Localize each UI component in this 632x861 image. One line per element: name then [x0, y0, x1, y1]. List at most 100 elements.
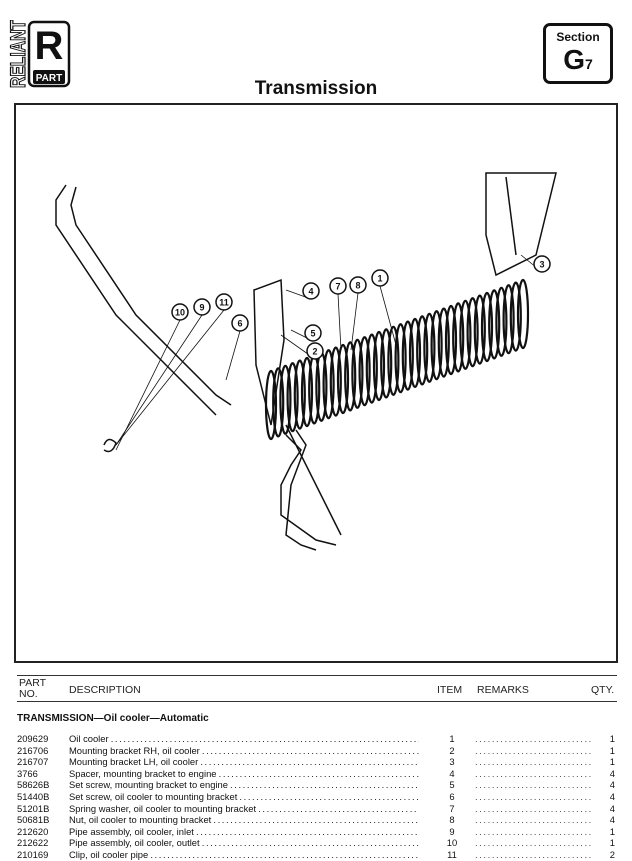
remarks: . . . . . . . . . . . . . . . . . . . . … — [475, 767, 591, 779]
part-description: Mounting bracket RH, oil cooler — [69, 745, 419, 756]
coil-fin — [408, 317, 422, 389]
quantity: 4 — [609, 767, 615, 779]
callout-number: 10 — [175, 308, 185, 318]
quantity: 2 — [609, 848, 615, 860]
part-description: Set screw, oil cooler to mounting bracke… — [69, 791, 419, 802]
section-label: Section — [556, 30, 600, 44]
coil-fin — [264, 369, 278, 441]
quantity: 1 — [609, 825, 615, 837]
coil-fin — [509, 281, 522, 352]
part-description: Pipe assembly, oil cooler, outlet — [69, 837, 419, 848]
part-number: 51440B — [17, 790, 50, 802]
coil-fin — [344, 341, 357, 412]
table-row: 216706 Mounting bracket RH, oil cooler 2… — [17, 745, 617, 757]
part-number: 216707 — [17, 756, 49, 768]
svg-text:R: R — [35, 24, 64, 68]
leader-line — [115, 314, 203, 446]
remarks: . . . . . . . . . . . . . . . . . . . . … — [475, 814, 591, 826]
coil-fin — [401, 320, 414, 391]
svg-text:RELIANT: RELIANT — [7, 20, 30, 88]
callout-number: 8 — [355, 281, 360, 291]
quantity: 4 — [609, 790, 615, 802]
callout-circle — [329, 277, 347, 295]
table-row: 212622 Pipe assembly, oil cooler, outlet… — [17, 837, 617, 849]
coil-fin — [272, 367, 285, 438]
callout-number: 4 — [308, 287, 313, 297]
quantity: 4 — [609, 779, 615, 791]
part-description: Clip, oil cooler pipe — [69, 849, 419, 860]
item-number: 10 — [446, 837, 458, 849]
coil-fin — [466, 297, 479, 368]
part-number: 3766 — [17, 767, 38, 779]
item-number: 6 — [449, 790, 455, 802]
part-number: 212622 — [17, 837, 49, 849]
coil-fin — [372, 330, 386, 402]
coil-fin — [336, 343, 350, 415]
coil-fin — [329, 346, 342, 417]
parts-table-body: 209629 Oil cooler 1 . . . . . . . . . . … — [17, 733, 617, 861]
item-number: 2 — [449, 744, 455, 756]
remarks: . . . . . . . . . . . . . . . . . . . . … — [475, 779, 591, 791]
quantity: 4 — [609, 802, 615, 814]
remarks: . . . . . . . . . . . . . . . . . . . . … — [475, 790, 591, 802]
part-number: 51201B — [17, 802, 50, 814]
table-row: 210169 Clip, oil cooler pipe 11 . . . . … — [17, 849, 617, 861]
coil-fin — [365, 333, 378, 404]
callout-circle — [231, 314, 249, 332]
callout-circle — [215, 293, 233, 311]
part-number: 209629 — [17, 733, 49, 744]
quantity: 4 — [609, 814, 615, 826]
header-qty: QTY. — [591, 684, 615, 696]
remarks: . . . . . . . . . . . . . . . . . . . . … — [475, 744, 591, 756]
part-description: Mounting bracket LH, oil cooler — [69, 756, 419, 767]
coil-fin — [358, 336, 371, 407]
table-row: 212620 Pipe assembly, oil cooler, inlet … — [17, 826, 617, 838]
section-badge: Section G7 — [543, 23, 613, 84]
coil-fin — [322, 349, 335, 420]
inlet-pipe — [55, 184, 217, 416]
part-number: 216706 — [17, 744, 49, 756]
coil-fin — [387, 325, 400, 396]
callout-circle — [304, 324, 322, 342]
remarks: . . . . . . . . . . . . . . . . . . . . … — [475, 733, 591, 744]
quantity: 1 — [609, 733, 615, 744]
coil-fin — [293, 359, 306, 430]
group-heading: TRANSMISSION—Oil cooler—Automatic — [17, 713, 209, 724]
lower-pipe-1 — [280, 434, 337, 546]
coil-fin — [502, 284, 515, 355]
item-number: 11 — [447, 848, 457, 860]
oil-cooler-coil — [264, 278, 530, 441]
bracket-rh — [253, 278, 285, 426]
part-number: 210169 — [17, 848, 49, 860]
callout-number: 9 — [199, 303, 204, 313]
coil-fin — [459, 299, 472, 370]
table-row: 3766 Spacer, mounting bracket to engine … — [17, 768, 617, 780]
coil-fin — [300, 356, 314, 428]
table-row: 50681B Nut, oil cooler to mounting brack… — [17, 814, 617, 826]
quantity: 1 — [609, 756, 615, 768]
item-number: 5 — [449, 779, 455, 791]
coil-fin — [480, 291, 494, 363]
item-number: 4 — [449, 767, 455, 779]
callout-circle — [193, 298, 211, 316]
outlet-pipe — [70, 186, 232, 406]
callout-number: 3 — [539, 260, 544, 270]
part-description: Set screw, mounting bracket to engine — [69, 779, 419, 790]
callout-number: 5 — [310, 329, 315, 339]
coil-fin — [495, 286, 508, 357]
coil-fin — [430, 310, 443, 381]
remarks: . . . . . . . . . . . . . . . . . . . . … — [475, 837, 591, 849]
coil-fin — [416, 315, 429, 386]
remarks: . . . . . . . . . . . . . . . . . . . . … — [475, 848, 591, 860]
header-description: DESCRIPTION — [69, 684, 141, 696]
part-number: 212620 — [17, 825, 49, 837]
callout-circle — [306, 342, 324, 360]
coil-fin — [452, 302, 465, 373]
coil-fin — [488, 289, 501, 360]
coil-fin — [380, 328, 393, 399]
page-title: Transmission — [254, 78, 378, 99]
leader-line — [350, 292, 359, 351]
